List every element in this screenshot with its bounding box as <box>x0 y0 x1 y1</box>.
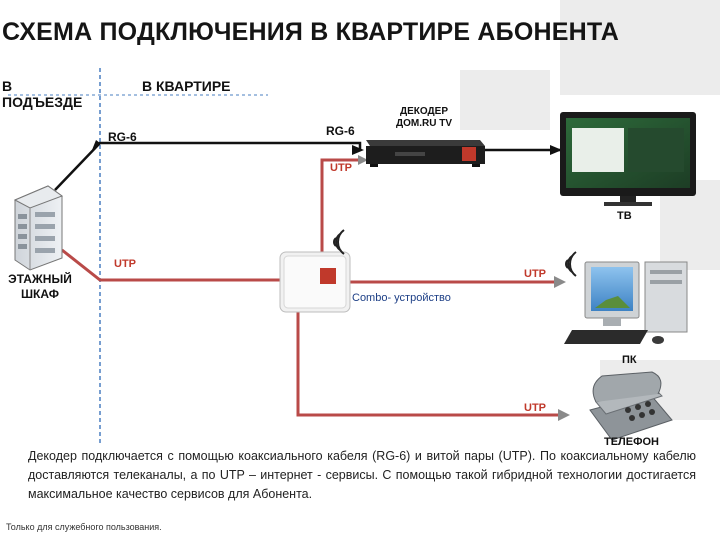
floor-cabinet-label-line1: ЭТАЖНЫЙ <box>8 272 72 286</box>
utp-cable-cabinet-combo <box>61 248 280 282</box>
cable-label-utp-phone: UTP <box>524 402 546 414</box>
zone-entrance-label: В ПОДЪЕЗДЕ <box>2 78 82 110</box>
floor-cabinet-label: ЭТАЖНЫЙ ШКАФ <box>4 272 76 302</box>
utp-arrow-phone <box>558 409 570 421</box>
combo-device-label: Combo- устройство <box>352 292 451 304</box>
footnote: Только для служебного пользования. <box>6 522 162 532</box>
cable-label-rg6-left: RG-6 <box>108 130 137 144</box>
cable-label-utp-decoder: UTP <box>330 162 352 174</box>
zone-apartment-label: В КВАРТИРЕ <box>142 78 231 94</box>
floor-cabinet-label-line2: ШКАФ <box>21 287 59 301</box>
description-text: Декодер подключается с помощью коаксиаль… <box>28 449 696 501</box>
coax-arrow-tv <box>550 145 562 155</box>
decoder-label-line1: ДЕКОДЕР <box>399 106 448 117</box>
tv-icon <box>560 112 696 206</box>
phone-icon <box>589 371 673 441</box>
background-block <box>560 0 720 95</box>
decoder-label: ДЕКОДЕР ДОМ.RU TV <box>376 106 472 130</box>
utp-arrow-decoder <box>358 155 368 165</box>
cable-label-rg6-right: RG-6 <box>326 124 355 138</box>
coax-arrow-cabinet <box>92 140 100 150</box>
zone-entrance-line1: В <box>2 78 13 94</box>
utp-cable-combo-phone <box>296 312 560 417</box>
background-block <box>460 70 550 130</box>
wifi-icon <box>565 251 577 277</box>
zone-entrance-line2: ПОДЪЕЗДЕ <box>2 94 83 110</box>
utp-arrow-pc <box>554 276 566 288</box>
coax-arrow-decoder <box>352 145 364 155</box>
page-title: СХЕМА ПОДКЛЮЧЕНИЯ В КВАРТИРЕ АБОНЕНТА <box>2 18 620 46</box>
utp-cable-combo-decoder <box>320 158 365 252</box>
floor-cabinet-icon <box>13 185 64 271</box>
phone-label: ТЕЛЕФОН <box>604 436 659 448</box>
pc-icon <box>564 261 688 344</box>
decoder-label-line2: ДОМ.RU TV <box>395 118 452 129</box>
cable-label-utp-cabinet: UTP <box>114 258 136 270</box>
wifi-icon <box>333 229 345 255</box>
cable-label-utp-pc: UTP <box>524 268 546 280</box>
pc-label: ПК <box>622 354 637 366</box>
combo-device-icon <box>279 251 351 313</box>
tv-label: ТВ <box>617 210 632 222</box>
coax-cable-rg6 <box>54 141 362 191</box>
decoder-icon <box>366 140 485 167</box>
